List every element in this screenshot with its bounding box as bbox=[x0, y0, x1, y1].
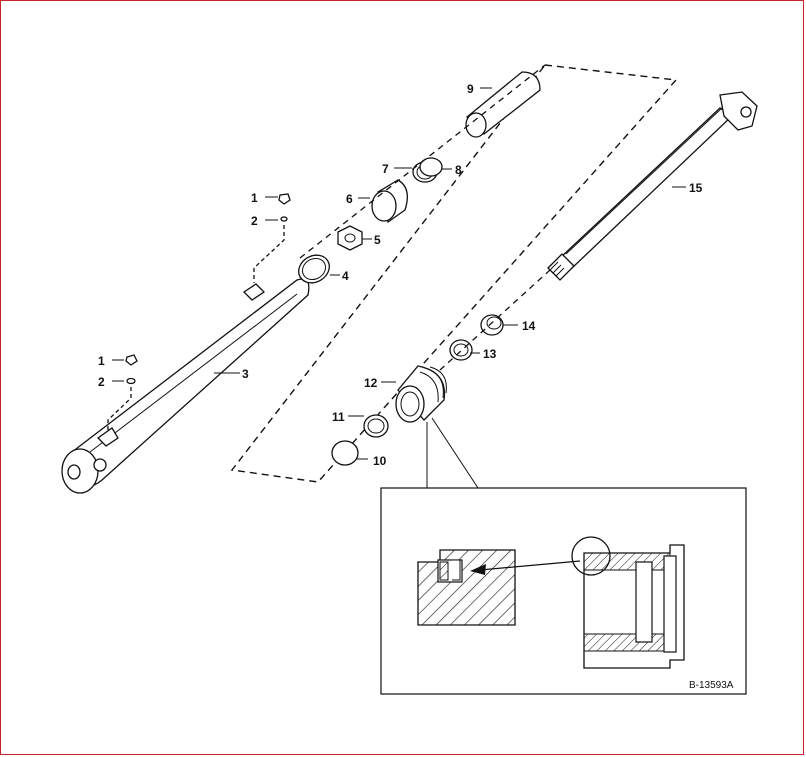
callout-8: 8 bbox=[455, 163, 462, 177]
assembly-dashed-outline bbox=[230, 64, 678, 483]
leader-lines bbox=[112, 87, 686, 489]
callout-5: 5 bbox=[374, 233, 381, 247]
callout-7: 7 bbox=[382, 162, 389, 176]
detail-inset bbox=[380, 487, 747, 695]
axis-line-lower bbox=[439, 269, 551, 371]
callout-2-upper: 2 bbox=[251, 214, 258, 228]
lock-nut bbox=[337, 225, 363, 251]
callout-1-lower: 1 bbox=[98, 354, 105, 368]
callout-6: 6 bbox=[346, 192, 353, 206]
seal-10 bbox=[331, 440, 359, 466]
callout-9: 9 bbox=[467, 82, 474, 96]
rod-gland bbox=[395, 365, 447, 423]
piston-rod bbox=[547, 91, 758, 281]
callout-14: 14 bbox=[522, 319, 536, 333]
gland-ring-14 bbox=[480, 314, 504, 336]
callout-13: 13 bbox=[483, 347, 497, 361]
callout-1-upper: 1 bbox=[251, 191, 258, 205]
callout-15: 15 bbox=[689, 181, 703, 195]
wear-ring-8 bbox=[419, 157, 443, 177]
grease-fitting-upper bbox=[253, 193, 291, 283]
backup-ring-13 bbox=[449, 339, 473, 361]
cylinder-barrel bbox=[61, 278, 310, 494]
piston bbox=[371, 179, 408, 224]
callout-2-lower: 2 bbox=[98, 375, 105, 389]
callout-10: 10 bbox=[373, 454, 387, 468]
callout-11: 11 bbox=[332, 410, 345, 424]
axis-line-upper bbox=[299, 64, 546, 259]
callout-12: 12 bbox=[364, 376, 378, 390]
spacer-tube bbox=[465, 71, 541, 138]
grease-fitting-lower bbox=[107, 354, 138, 430]
callout-4: 4 bbox=[342, 269, 349, 283]
o-ring-11 bbox=[363, 414, 389, 438]
reference-code: B-13593A bbox=[689, 680, 734, 691]
callout-3: 3 bbox=[242, 367, 249, 381]
